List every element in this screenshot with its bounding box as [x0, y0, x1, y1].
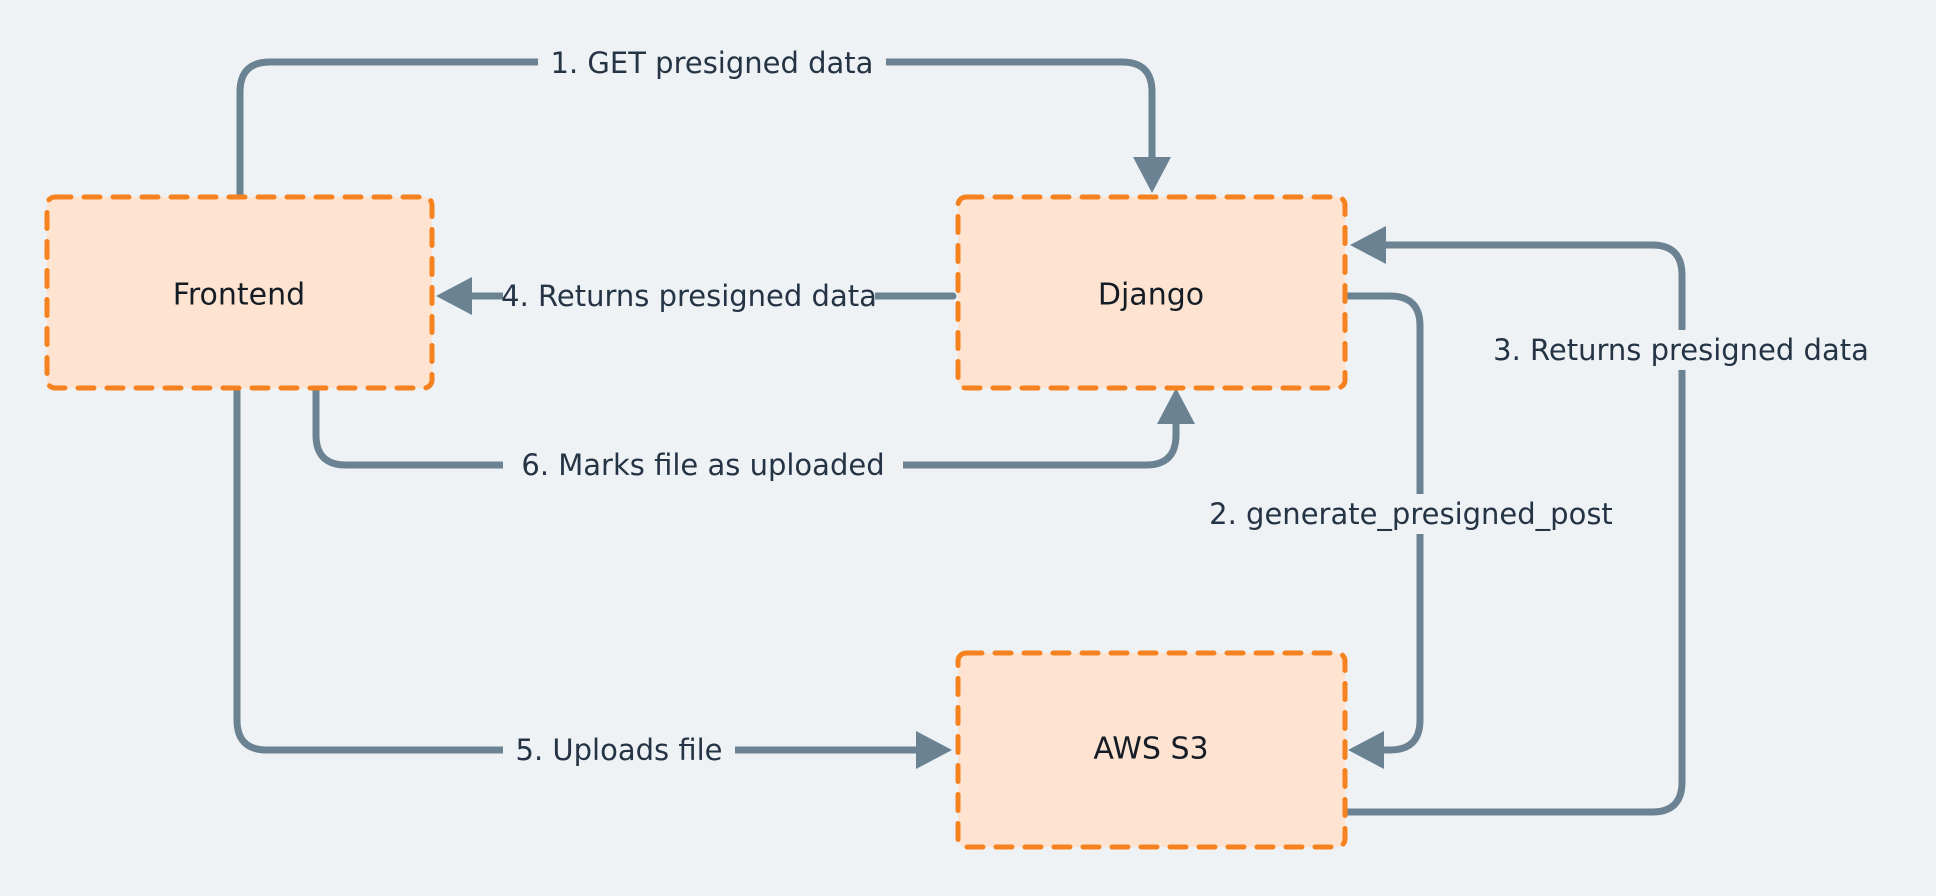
edge-2-generate-presigned-post: 2. generate_presigned_post: [1190, 292, 1632, 769]
edge-3-arrowhead: [1350, 226, 1386, 264]
edge-3-returns-presigned-data: 3. Returns presigned data: [1341, 226, 1884, 816]
edge-4-label-backdrop: [503, 277, 875, 315]
edge-5-label-backdrop: [503, 731, 735, 769]
edge-5-uploads-file: 5. Uploads file: [233, 384, 952, 769]
edge-2-label: 2. generate_presigned_post: [1209, 497, 1613, 531]
node-aws-s3[interactable]: AWS S3: [955, 650, 1348, 850]
edge-2-arrowhead: [1348, 731, 1384, 769]
edge-6-arrowhead: [1157, 388, 1195, 424]
edge-1-label: 1. GET presigned data: [551, 46, 874, 80]
edge-3-label-backdrop: [1478, 330, 1884, 370]
edge-5-path: [233, 384, 940, 754]
django-label: Django: [1098, 278, 1204, 313]
edge-1-get-presigned-data: 1. GET presigned data: [236, 44, 1171, 201]
frontend-label: Frontend: [173, 278, 305, 313]
edge-1-path: [236, 58, 1156, 201]
edge-1-arrowhead: [1133, 157, 1171, 193]
edge-6-marks-file-as-uploaded: 6. Marks file as uploaded: [312, 384, 1195, 484]
edge-3-label: 3. Returns presigned data: [1493, 333, 1869, 367]
node-django[interactable]: Django: [955, 194, 1348, 391]
aws-s3-label: AWS S3: [1093, 732, 1208, 767]
edge-5-arrowhead: [916, 731, 952, 769]
django-box[interactable]: [955, 194, 1348, 391]
edge-6-label: 6. Marks file as uploaded: [521, 448, 884, 482]
edge-6-label-backdrop: [503, 446, 903, 484]
edge-5-label: 5. Uploads file: [516, 733, 723, 767]
edge-2-label-backdrop: [1190, 494, 1632, 534]
edge-1-label-backdrop: [538, 44, 886, 82]
edge-4-arrowhead: [436, 277, 472, 315]
edge-4-returns-presigned-data: 4. Returns presigned data: [436, 277, 957, 315]
edge-3-path: [1341, 241, 1686, 816]
edge-4-label: 4. Returns presigned data: [501, 279, 877, 313]
aws-s3-box[interactable]: [955, 650, 1348, 850]
frontend-box[interactable]: [44, 194, 435, 391]
node-frontend[interactable]: Frontend: [44, 194, 435, 391]
